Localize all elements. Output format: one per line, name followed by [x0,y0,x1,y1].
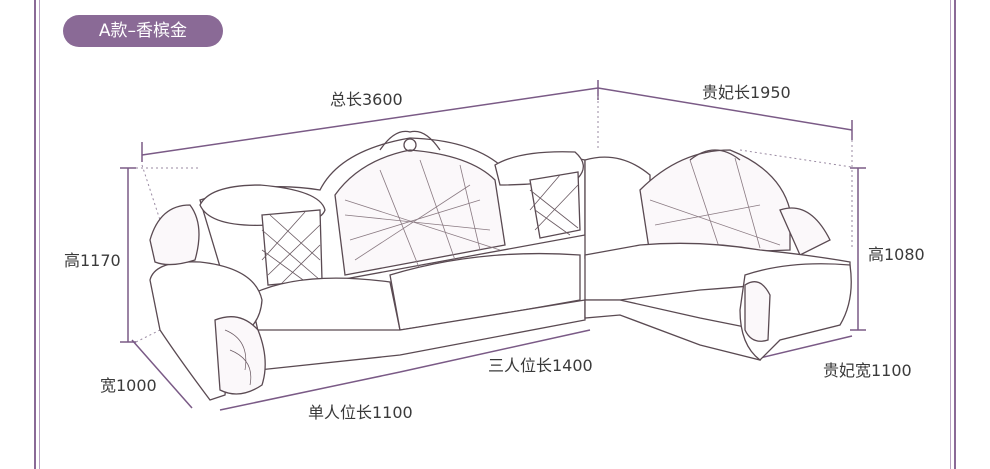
three-seat-line [399,329,591,373]
tufted-back [334,149,506,276]
chaise-crest [689,149,741,161]
height-right-label: 高1080 [868,245,925,264]
chaise-length-label: 贵妃长1950 [702,83,791,102]
height-left-label: 高1170 [64,251,121,270]
chaise-back [584,156,651,259]
dimension-lines [120,80,866,411]
sofa-sketch [149,130,852,401]
depth-left-line [131,339,193,409]
crest-ornament [379,130,441,151]
variant-badge: A款–香槟金 [63,15,223,47]
single-seat-length-label: 单人位长1100 [308,403,413,422]
total-length-label: 总长3600 [330,90,403,109]
chaise-seat [584,242,851,301]
right-diamond-panel [529,171,581,239]
chaise-base [584,299,761,361]
chaise-width-label: 贵妃宽1100 [823,361,912,380]
depth-left-label: 宽1000 [100,376,157,395]
total-length-line [141,87,599,156]
chaise-length-line [597,87,853,131]
single-seat-line [219,371,401,411]
left-ornament [149,204,200,266]
page-frame [34,0,956,469]
chaise-ornament [779,207,831,256]
chaise-width-line [759,335,853,359]
chaise-tufted-back [639,149,791,256]
three-seat-length-label: 三人位长1400 [488,356,593,375]
